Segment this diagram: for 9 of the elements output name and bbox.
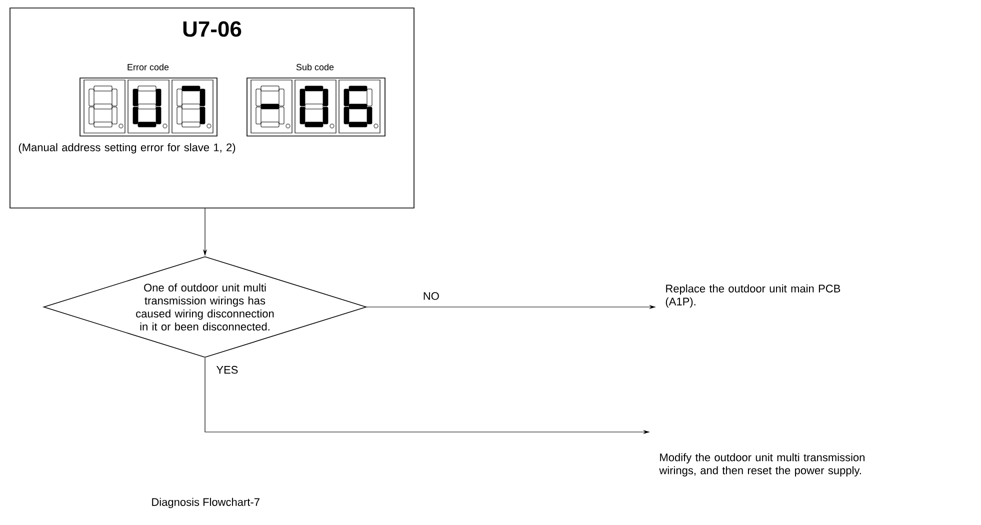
edge-label: NO [424,292,439,300]
title: U7-06 [183,21,242,37]
action-text: Replace the outdoor unit main PCB (A1P). [666,284,840,308]
display-label: Error code [128,64,169,70]
action-text: Modify the outdoor unit multi transmission wirings, and then reset the power supply. [659,453,864,476]
caption: Diagnosis Flowchart-7 [152,498,260,508]
note-text: (Manual address setting error for slave 1, 2) [18,143,236,154]
edge-label: YES [216,366,238,374]
display-label: Sub code [296,64,334,70]
